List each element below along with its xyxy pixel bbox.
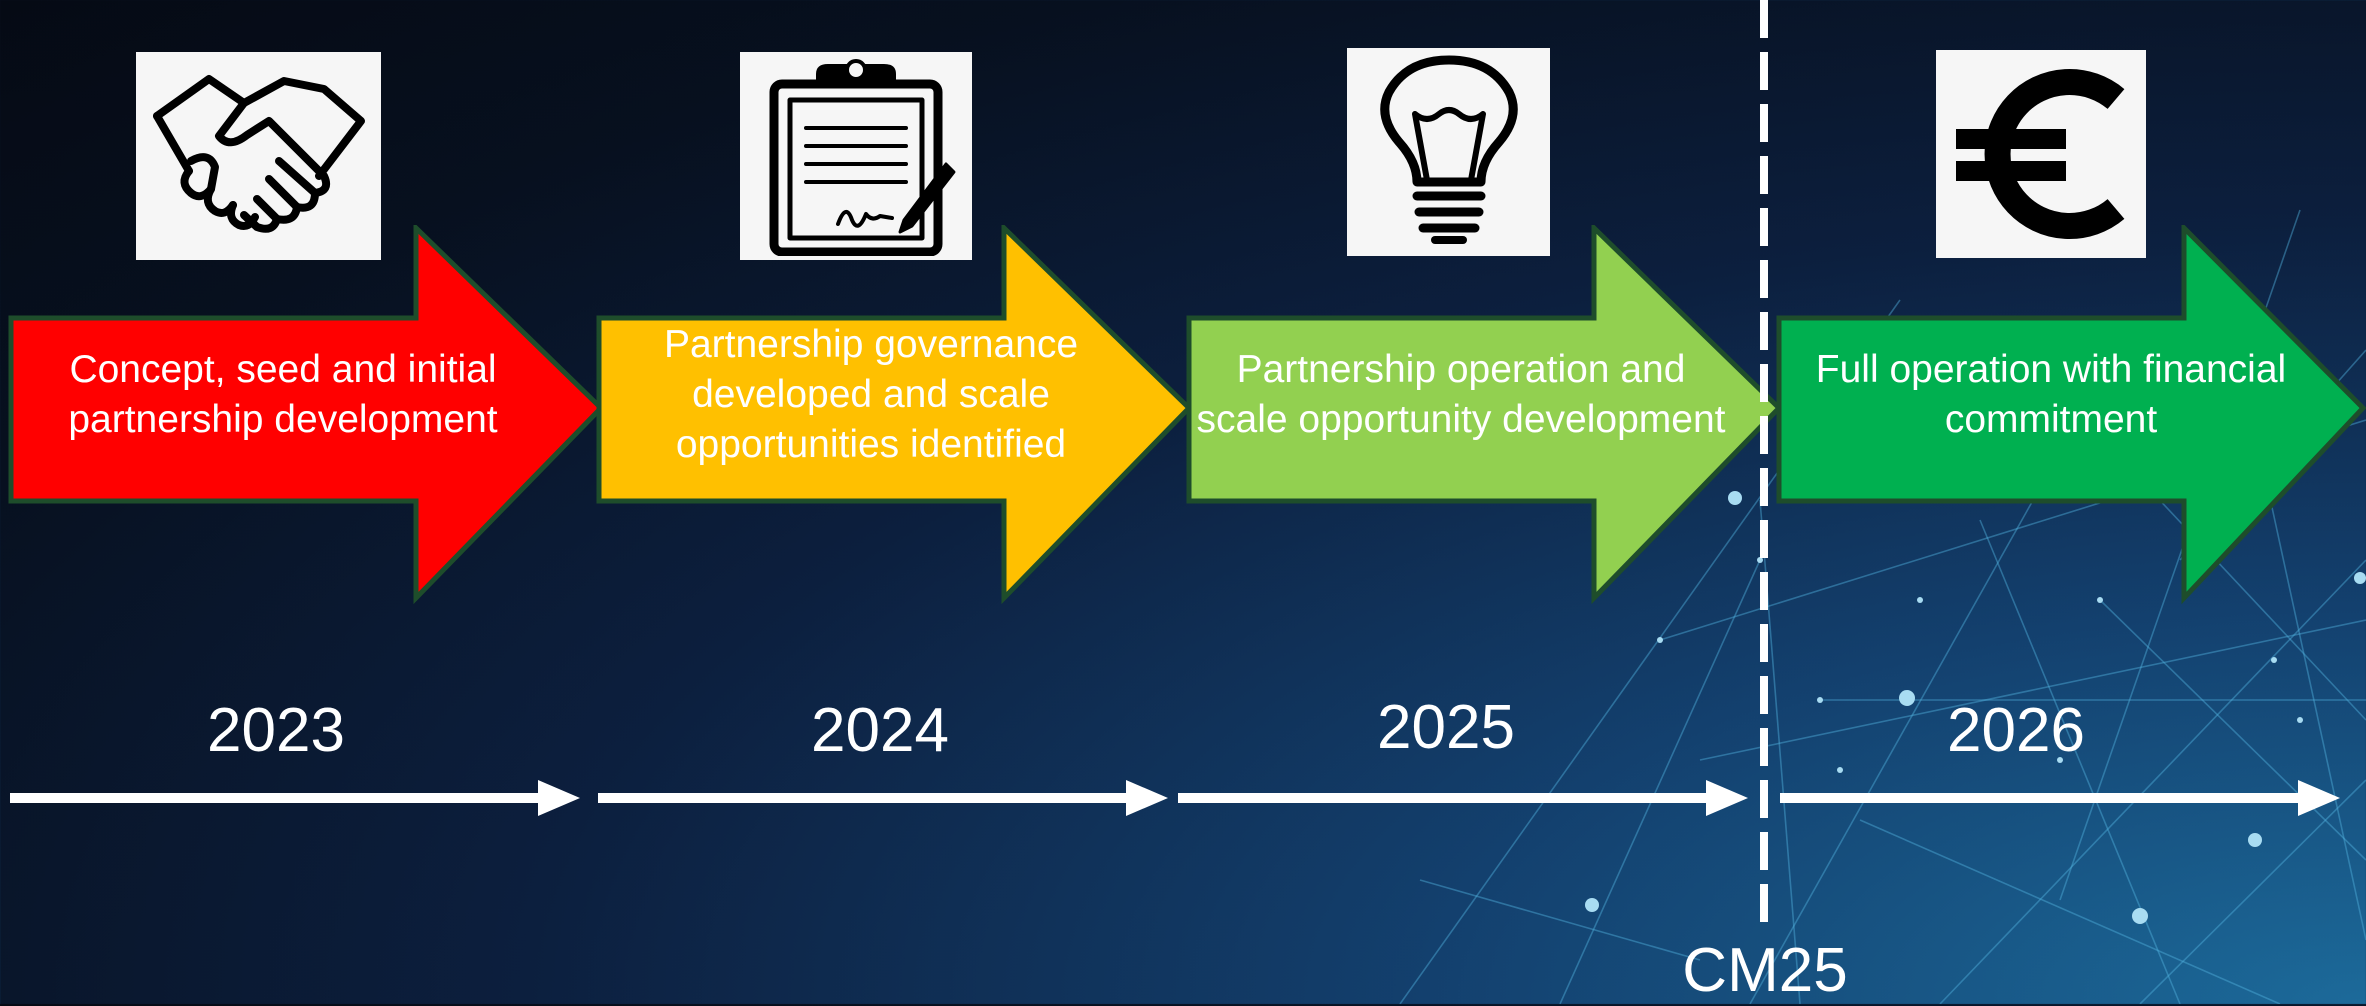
timeline-arrow-2024: [598, 780, 1168, 816]
stage-2-arrow-shape: [596, 225, 1193, 605]
timeline-arrow-2025: [1178, 780, 1748, 816]
year-2025: 2025: [1377, 693, 1515, 762]
stage-4-arrow: Full operation with financial commitment: [1776, 225, 2366, 605]
stage-4-label: Full operation with financial commitment: [1815, 348, 2287, 441]
stage-1-label: Concept, seed and initial partnership de…: [68, 348, 498, 441]
stage-2-arrow: Partnership governance developed and sca…: [596, 225, 1196, 605]
stage-3-label: Partnership operation and scale opportun…: [1196, 348, 1726, 441]
timeline-arrow-2023: [10, 780, 580, 816]
stage-2-label: Partnership governance developed and sca…: [663, 323, 1079, 466]
milestone-label: CM25: [1682, 936, 1848, 1005]
euro-icon: [1936, 50, 2146, 258]
year-2024: 2024: [811, 696, 949, 765]
lightbulb-icon: [1347, 48, 1550, 256]
year-2026: 2026: [1947, 696, 2085, 765]
handshake-icon: [136, 52, 381, 260]
stage-3-arrow-shape: [1186, 225, 1783, 605]
stage-1-arrow: Concept, seed and initial partnership de…: [8, 225, 608, 605]
clipboard-signature-icon: [740, 52, 972, 260]
year-2023: 2023: [207, 696, 345, 765]
stage-4-arrow-shape: [1776, 225, 2366, 605]
stage-1-arrow-shape: [8, 225, 605, 605]
stage-3-arrow: Partnership operation and scale opportun…: [1186, 225, 1786, 605]
milestone-divider: [1760, 0, 1768, 935]
timeline-arrow-2026: [1780, 780, 2340, 816]
